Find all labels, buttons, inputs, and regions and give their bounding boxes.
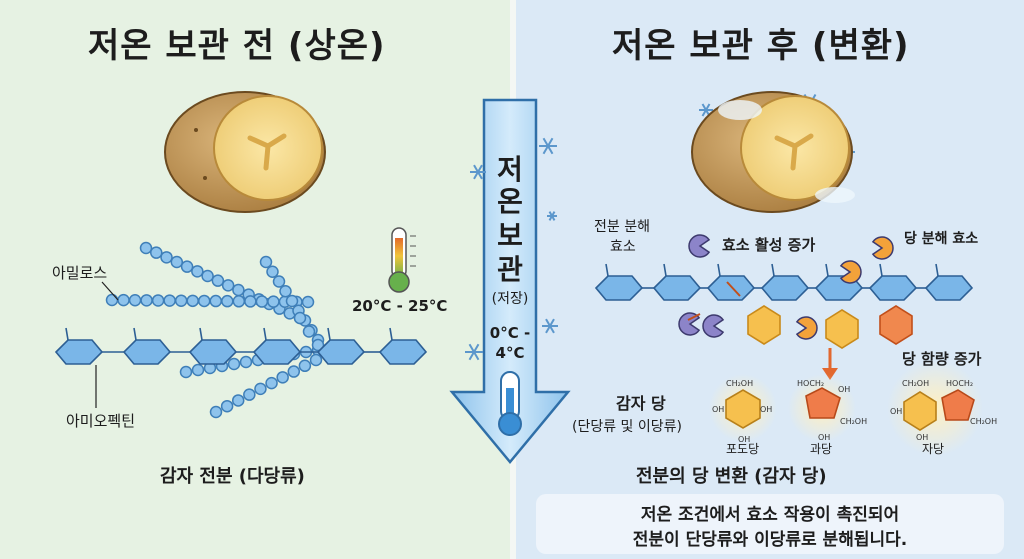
potato-left-icon — [164, 91, 326, 213]
potato-right-icon — [691, 91, 855, 213]
svg-text:CH₂OH: CH₂OH — [902, 379, 929, 388]
sugar-enzyme-label: 당 분해 효소 — [904, 231, 979, 247]
starch-enzyme-label-1: 전분 분해 — [594, 219, 650, 235]
right-caption: 전분의 당 변환 (감자 당) — [636, 466, 827, 487]
arrow-temp-line-2: 4°C — [495, 344, 525, 362]
svg-text:HOCH₂: HOCH₂ — [946, 379, 973, 388]
summary-line-1: 저온 조건에서 효소 작용이 촉진되어 — [640, 505, 900, 525]
summary-line-2: 전분이 단당류와 이당류로 분해됩니다. — [632, 530, 908, 550]
svg-text:OH: OH — [890, 407, 902, 416]
fructose-label: 과당 — [810, 442, 833, 456]
room-temperature-label: 20°C - 25°C — [352, 297, 448, 315]
svg-text:OH: OH — [838, 385, 850, 394]
svg-text:OH: OH — [818, 433, 830, 442]
activity-increase-label: 효소 활성 증가 — [722, 236, 816, 254]
amylose-chain — [105, 241, 325, 419]
svg-text:CH₂OH: CH₂OH — [840, 417, 867, 426]
sugar-increase-label: 당 함량 증가 — [902, 350, 982, 368]
potato-sugar-label: 감자 당 — [616, 394, 666, 413]
sucrose-label: 자당 — [922, 442, 945, 456]
summary-box: 저온 조건에서 효소 작용이 촉진되어 전분이 단당류와 이당류로 분해됩니다. — [536, 494, 1004, 554]
glucose-label: 포도당 — [726, 442, 760, 456]
starch-hexagon-chain — [54, 327, 428, 365]
svg-text:CH₂OH: CH₂OH — [970, 417, 997, 426]
svg-text:CH₂OH: CH₂OH — [726, 379, 753, 388]
starch-hexagon-chain-right — [594, 263, 974, 301]
svg-text:OH: OH — [712, 405, 724, 414]
left-title: 저온 보관 전 (상온) — [88, 26, 386, 66]
enzyme-icons — [678, 234, 894, 340]
left-caption: 감자 전분 (다당류) — [160, 466, 305, 487]
sugar-molecules — [709, 360, 983, 456]
svg-text:OH: OH — [916, 433, 928, 442]
arrow-temp-line-1: 0°C - — [489, 324, 531, 342]
right-title: 저온 보관 후 (변환) — [612, 26, 910, 66]
amylose-label: 아밀로스 — [52, 264, 108, 282]
sugar-types-label: (단당류 및 이당류) — [572, 419, 682, 435]
svg-text:OH: OH — [760, 405, 772, 414]
arrow-char-1: 저 — [497, 153, 523, 186]
arrow-char-3: 보 — [497, 219, 523, 252]
free-sugar-fragments — [687, 281, 913, 380]
arrow-storage-label: (저장) — [491, 291, 529, 307]
cold-storage-arrow — [449, 98, 571, 464]
svg-text:HOCH₂: HOCH₂ — [797, 379, 824, 388]
starch-enzyme-label-2: 효소 — [610, 239, 636, 255]
svg-text:OH: OH — [738, 435, 750, 444]
thermometer-warm-icon — [388, 227, 416, 293]
arrow-char-2: 온 — [497, 185, 523, 218]
arrow-char-4: 관 — [497, 253, 523, 286]
amylopectin-label: 아미오펙틴 — [66, 412, 136, 430]
